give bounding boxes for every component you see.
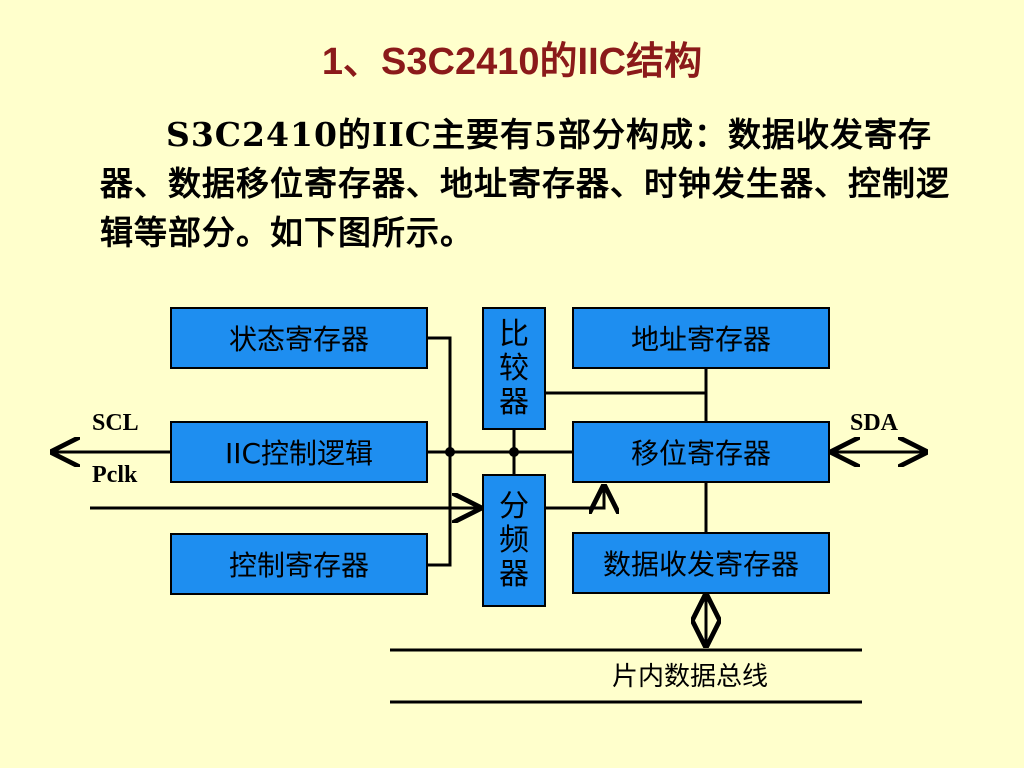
data-tx-rx-register-box: 数据收发寄存器 <box>572 532 830 594</box>
shift-register-box: 移位寄存器 <box>572 421 830 483</box>
intro-paragraph: S3C2410的IIC主要有5部分构成：数据收发寄存器、数据移位寄存器、地址寄存… <box>100 110 960 257</box>
comparator-char: 器 <box>499 384 529 420</box>
sda-label: SDA <box>850 410 899 436</box>
comparator-char: 比 <box>499 316 529 352</box>
status-register-box: 状态寄存器 <box>170 307 428 369</box>
scl-label: SCL <box>92 410 139 436</box>
intro-text: S3C2410的IIC主要有5部分构成：数据收发寄存器、数据移位寄存器、地址寄存… <box>100 115 950 252</box>
pclk-label: Pclk <box>92 462 138 488</box>
divider-char: 器 <box>499 556 529 592</box>
divider-char: 频 <box>499 522 529 558</box>
comparator-char: 较 <box>499 350 529 386</box>
iic-control-logic-box: IIC控制逻辑 <box>170 421 428 483</box>
wire-control <box>428 452 452 567</box>
comparator-box: 比 较 器 <box>482 307 546 430</box>
address-register-box: 地址寄存器 <box>572 307 830 369</box>
divider-char: 分 <box>499 488 529 524</box>
divider-shift-arrow <box>546 484 604 508</box>
control-register-box: 控制寄存器 <box>170 533 428 595</box>
wire-status <box>428 336 452 452</box>
junction-dot <box>509 447 519 457</box>
internal-bus-label: 片内数据总线 <box>611 662 768 692</box>
divider-box: 分 频 器 <box>482 474 546 607</box>
page-title: 1、S3C2410的IIC结构 <box>321 41 703 83</box>
junction-dot <box>445 447 455 457</box>
